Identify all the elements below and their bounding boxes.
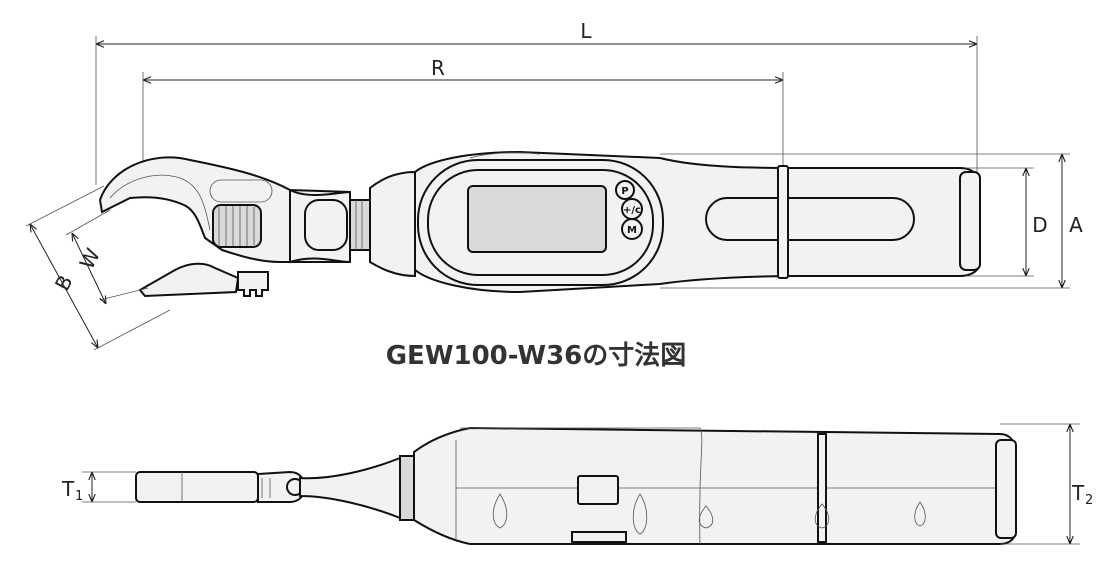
dimension-d: D: [965, 167, 1048, 277]
wrench-body: P +/c M: [414, 150, 981, 294]
side-view: T 1 T 2: [61, 423, 1093, 545]
handle-grip-slot: [705, 197, 915, 241]
dimension-l-label: L: [580, 19, 592, 43]
dimension-t2-label: T: [1071, 481, 1085, 505]
dimension-t2-subscript: 2: [1085, 493, 1093, 508]
dimension-t2: T 2: [1000, 423, 1093, 545]
button-m-label: M: [627, 225, 637, 236]
button-p-label: P: [621, 186, 628, 197]
connector: [349, 170, 416, 278]
dimension-r-label: R: [431, 56, 445, 80]
dimension-b-label: B: [50, 271, 78, 294]
lcd-display: [467, 185, 607, 253]
top-view: L R: [25, 19, 1083, 351]
drawing-caption: GEW100-W36の寸法図: [386, 341, 687, 371]
dimension-w: W: [65, 209, 149, 304]
button-m[interactable]: M: [621, 218, 643, 240]
dimension-t1-subscript: 1: [75, 489, 83, 504]
button-plus-minus[interactable]: +/c: [621, 198, 643, 220]
dimension-d-label: D: [1032, 213, 1047, 237]
button-p[interactable]: P: [615, 180, 635, 200]
dimension-t1: T 1: [61, 471, 136, 504]
dimension-a: A: [660, 153, 1083, 289]
dimension-l: L: [95, 19, 978, 185]
dimension-a-label: A: [1069, 213, 1083, 237]
dimension-t1-label: T: [61, 477, 75, 501]
wrench-head: [98, 156, 351, 298]
button-plus-minus-label: +/c: [623, 205, 641, 216]
